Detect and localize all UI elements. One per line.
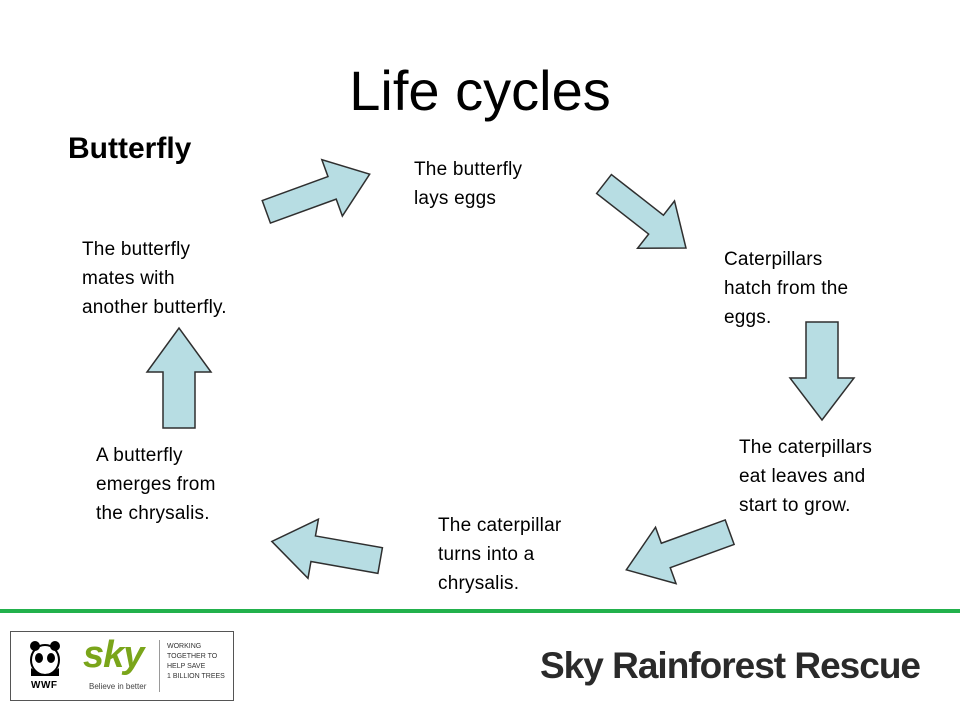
step-line: start to grow.	[739, 495, 851, 516]
cycle-arrows	[145, 158, 856, 585]
step-lays-eggs: The butterfly lays eggs	[414, 155, 522, 213]
campaign-tagline: WORKING TOGETHER TO HELP SAVE 1 BILLION …	[167, 642, 229, 682]
tagline-line: TOGETHER TO	[167, 653, 218, 660]
step-line: The caterpillars	[739, 437, 873, 458]
arrow-eggs-to-hatch	[595, 173, 687, 250]
arrow-grow-to-chrysalis	[625, 519, 736, 585]
green-rule	[0, 609, 960, 613]
step-eat-leaves: The caterpillars eat leaves and start to…	[739, 433, 872, 520]
footer: WWF sky Believe in better WORKING TOGETH…	[0, 613, 960, 720]
step-caterpillars-hatch: Caterpillars hatch from the eggs.	[724, 245, 848, 332]
arrow-emerges-to-mates	[145, 326, 213, 429]
step-line: eat leaves and	[739, 466, 866, 487]
step-line: The butterfly	[414, 159, 523, 180]
step-line: Caterpillars	[724, 249, 823, 270]
step-chrysalis: The caterpillar turns into a chrysalis.	[438, 511, 561, 598]
arrow-chrysalis-to-emerges	[270, 517, 384, 580]
step-line: hatch from the	[724, 278, 849, 299]
step-line: The butterfly	[82, 239, 191, 260]
tagline-line: HELP SAVE	[167, 663, 206, 670]
arrow-mates-to-eggs	[261, 158, 371, 225]
panda-icon	[30, 641, 60, 676]
arrow-hatch-to-grow	[788, 321, 856, 422]
step-line: turns into a	[438, 544, 535, 565]
step-emerges: A butterfly emerges from the chrysalis.	[96, 441, 216, 528]
step-line: The caterpillar	[438, 515, 562, 536]
brand-wordmark: Sky Rainforest Rescue	[540, 645, 921, 686]
step-line: eggs.	[724, 307, 772, 328]
slide-subtitle: Butterfly	[68, 132, 192, 165]
step-line: A butterfly	[96, 445, 183, 466]
sky-tagline: Believe in better	[89, 682, 147, 691]
tagline-line: 1 BILLION TREES	[167, 673, 225, 680]
sky-logo: sky	[83, 634, 144, 676]
partner-logo-box: WWF sky Believe in better WORKING TOGETH…	[10, 631, 234, 701]
wwf-logo-text: WWF	[31, 680, 58, 691]
step-line: lays eggs	[414, 188, 497, 209]
step-line: another butterfly.	[82, 297, 227, 318]
tagline-line: WORKING	[167, 643, 202, 650]
step-line: chrysalis.	[438, 573, 520, 594]
step-line: mates with	[82, 268, 175, 289]
logo-divider	[159, 640, 160, 692]
step-line: emerges from	[96, 474, 216, 495]
slide-title: Life cycles	[349, 59, 611, 122]
step-line: the chrysalis.	[96, 503, 210, 524]
step-mates: The butterfly mates with another butterf…	[82, 235, 227, 322]
